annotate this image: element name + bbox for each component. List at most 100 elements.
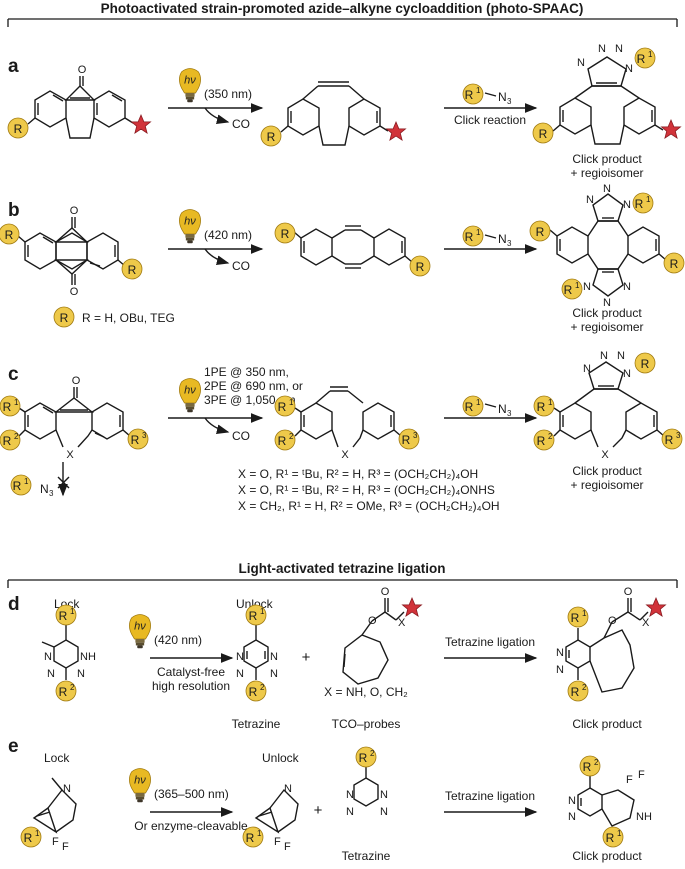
triazole-n: N	[603, 297, 611, 309]
r2-label: R	[278, 434, 287, 448]
r1-label: R	[59, 609, 68, 623]
light-bulb-icon	[128, 614, 152, 649]
r1-label: R	[465, 88, 474, 102]
plus-sign: +	[314, 802, 323, 819]
ring-n: N	[380, 789, 388, 801]
plus-sign: +	[302, 649, 311, 666]
tetrazine-label-d: Tetrazine	[232, 717, 281, 731]
ring-nh: N	[284, 783, 292, 795]
azide-n: N	[40, 482, 49, 496]
r-label: R	[536, 225, 545, 239]
star-probe-icon	[131, 114, 151, 134]
triazole-n: N	[583, 363, 591, 375]
star-probe-icon	[661, 119, 681, 139]
r1-label: R	[465, 400, 474, 414]
ring-n: N	[380, 806, 388, 818]
panel-a-letter: a	[8, 56, 19, 77]
light-bulb-icon	[128, 768, 152, 803]
sup-1: 1	[582, 609, 587, 618]
azide-n: N	[498, 90, 507, 104]
panel-c-letter: c	[8, 364, 19, 385]
panel-d	[41, 598, 649, 693]
r2-label: R	[359, 751, 368, 765]
ring-n: N	[270, 651, 278, 663]
r1-label: R	[246, 831, 255, 845]
condition-e: Or enzyme-cleavable	[134, 819, 248, 833]
sup-2: 2	[548, 432, 553, 441]
carbonyl-o: O	[70, 205, 79, 217]
variant-line: X = CH₂, R¹ = H, R² = OMe, R³ = (OCH₂CH₂…	[238, 499, 500, 513]
carbonyl-o: O	[381, 586, 390, 598]
spaac-section-title: Photoactivated strain-promoted azide–alk…	[101, 1, 584, 16]
sup-1: 1	[289, 398, 294, 407]
ester-o: O	[368, 615, 377, 627]
panel-b-letter: b	[8, 200, 20, 221]
sup-3: 3	[142, 431, 147, 440]
carbonyl-o: O	[78, 64, 87, 76]
condition-line: 3PE @ 1,050 nm	[204, 393, 296, 407]
sup-1: 1	[548, 398, 553, 407]
sup-3: 3	[676, 431, 681, 440]
r2-label: R	[571, 685, 580, 699]
ligation-label-d: Tetrazine ligation	[445, 635, 535, 649]
ring-n: N	[44, 651, 52, 663]
r-label: R	[281, 227, 290, 241]
sup-2: 2	[370, 749, 375, 758]
r1-label: R	[537, 400, 546, 414]
sup-1: 1	[575, 281, 580, 290]
r-label: R	[539, 127, 548, 141]
triazole-n: N	[625, 63, 633, 75]
panel-b	[17, 193, 667, 297]
x-label: X	[341, 449, 349, 461]
wavelength-b: (420 nm)	[204, 228, 252, 242]
panel-e-letter: e	[8, 736, 19, 757]
r3-label: R	[402, 433, 411, 447]
sup-1: 1	[260, 607, 265, 616]
condition-line: 2PE @ 690 nm, or	[204, 379, 303, 393]
product-a-line1: Click product	[572, 152, 642, 166]
r-label: R	[14, 122, 23, 136]
triazole-n: N	[623, 281, 631, 293]
co-label-b: CO	[232, 259, 250, 273]
triazole-n: N	[577, 57, 585, 69]
product-b-line2: + regioisomer	[570, 320, 643, 334]
panel-e-labels: e Lock N R 1 F F (365–500 nm) Or enzyme-…	[8, 736, 652, 863]
product-d: Click product	[572, 717, 642, 731]
panel-d-letter: d	[8, 594, 20, 615]
triazole-n: N	[617, 350, 625, 362]
product-c-line1: Click product	[572, 464, 642, 478]
sup-1: 1	[35, 829, 40, 838]
star-probe-icon	[646, 597, 666, 617]
azide-sub: 3	[507, 239, 512, 248]
ring-nh: NH	[80, 651, 96, 663]
ring-n: N	[47, 668, 55, 680]
ring-n: N	[77, 668, 85, 680]
r2-label: R	[59, 685, 68, 699]
co-label-a: CO	[232, 117, 250, 131]
tco-probes-label: TCO–probes	[332, 717, 401, 731]
fluorine: F	[284, 841, 291, 853]
panel-c	[18, 361, 665, 497]
sup-2: 2	[70, 683, 75, 692]
r1-label: R	[13, 479, 22, 493]
panel-a-labels: a O R (350 nm) CO R R 1 N 3 Click reacti…	[7, 43, 681, 180]
light-bulb-icon	[178, 378, 202, 413]
sup-1: 1	[24, 477, 29, 486]
x-definition: X = NH, O, CH₂	[324, 685, 408, 699]
r1-label: R	[249, 609, 258, 623]
click-reaction-label: Click reaction	[454, 113, 526, 127]
r2-label: R	[583, 760, 592, 774]
panel-b-labels: b O O R R R R = H, OBu, TEG (420 nm) CO …	[0, 183, 685, 334]
co-label-c: CO	[232, 429, 250, 443]
wavelength-e: (365–500 nm)	[154, 787, 229, 801]
sup-1: 1	[617, 829, 622, 838]
r-label: R	[670, 257, 679, 271]
ring-n: N	[63, 783, 71, 795]
sup-1: 1	[14, 398, 19, 407]
sup-1: 1	[646, 195, 651, 204]
product-c-line2: + regioisomer	[570, 478, 643, 492]
r2-label: R	[3, 434, 12, 448]
variant-line: X = O, R¹ = ᵗBu, R² = H, R³ = (OCH₂CH₂)₄…	[238, 483, 495, 497]
triazole-n: N	[598, 43, 606, 55]
fluorine: F	[638, 769, 645, 781]
